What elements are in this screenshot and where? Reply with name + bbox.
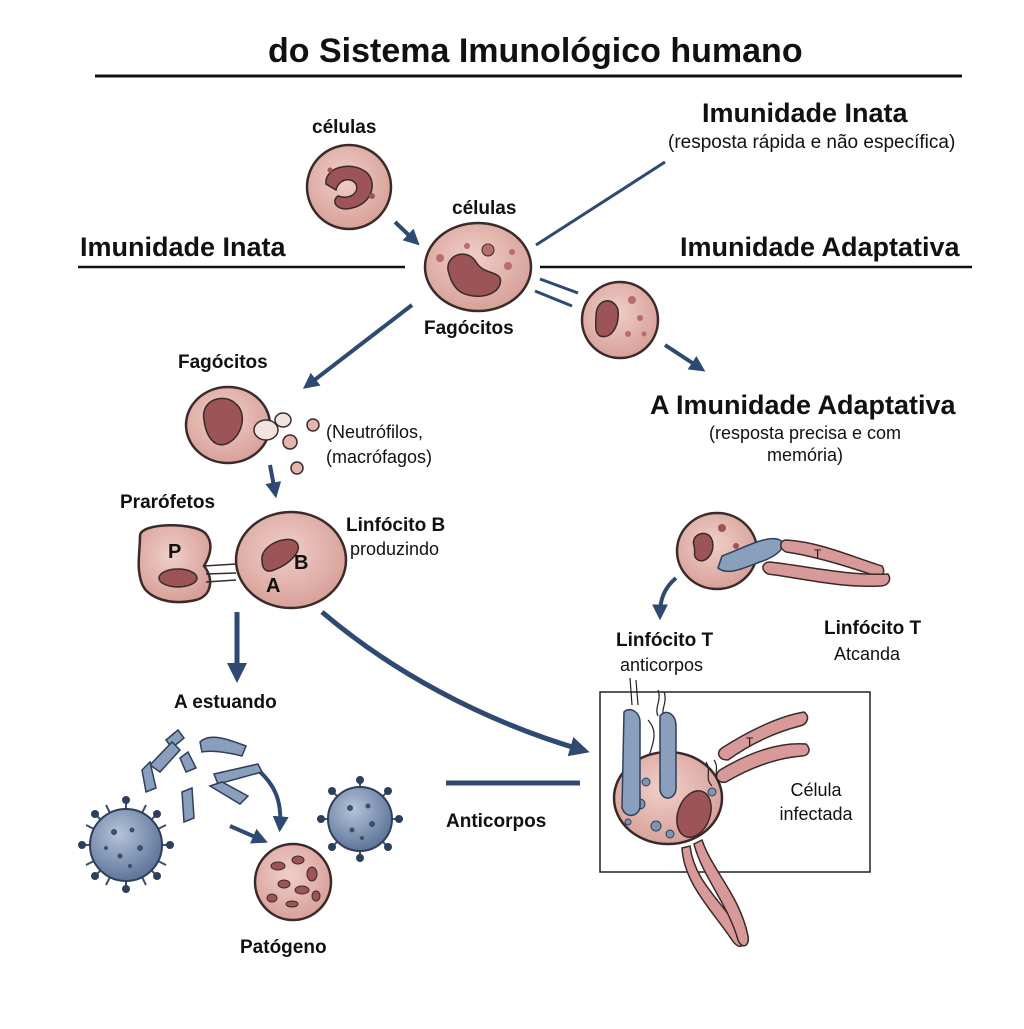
label-anticorpos: Anticorpos [446,811,547,832]
label-patogeno: Patógeno [240,937,327,958]
arrow-phagocyte-down [265,464,282,499]
t-mark-top: T [814,547,822,561]
arrow-t-curve [652,576,678,621]
label-atcanda: Atcanda [834,644,901,664]
label-a-estuando: A estuando [174,692,277,713]
label-anticorpos-small: anticorpos [620,655,704,675]
double-line-1 [539,277,579,295]
cell-mark-b: B [294,552,309,574]
cell-mark-a: A [266,575,281,597]
adaptive-note-line1: (resposta precisa e com [708,423,902,443]
adaptive-cell [580,280,660,360]
label-linfocito-b: Linfócito B [346,515,446,536]
cell-mark-p: P [168,541,182,563]
label-produzindo: produzindo [350,539,440,559]
diagonal-connector [535,160,666,247]
label-infectada: infectada [779,804,853,824]
adaptive-heading: A Imunidade Adaptativa [650,390,956,420]
arrow-antibody-1 [256,768,289,833]
arrow-antibody-2 [229,824,268,844]
label-celula: Célula [790,780,842,800]
arrow-center-to-phagocyte [302,303,414,389]
antibodies-cluster [141,728,264,824]
arrow-adaptive [663,343,706,372]
pathogen-cell [253,842,333,922]
top-cell [305,143,393,231]
top-right-note: (resposta rápida e não específica) [668,132,956,153]
label-prarofetos: Prarófetos [120,492,216,513]
center-phagocyte-cell [423,221,533,313]
right-section-heading: Imunidade Adaptativa [680,232,960,262]
t-lymphocyte-attacking [675,511,891,591]
diagram-title: do Sistema Imunológico humano [268,32,803,70]
virus-left [78,796,174,893]
infected-cell-scene [612,677,810,948]
top-right-heading: Imunidade Inata [702,98,908,128]
label-celulas-center: células [452,198,517,219]
label-fagocitos-left: Fagócitos [178,352,268,373]
infected-cell-frame [599,691,871,873]
cell-contact-lines [203,563,237,583]
arrow-b-to-infected [320,610,590,757]
t-mark-box: T [746,735,754,749]
label-linfocito-t-left: Linfócito T [616,630,714,651]
label-neutrofilos: (Neutrófilos, [326,422,424,442]
double-line-2 [534,289,573,308]
adaptive-note-line2: memória) [766,445,843,465]
b-lymphocyte-cell [234,510,348,610]
label-celulas-top: células [312,117,377,138]
p-cell [137,524,212,604]
arrow-top-to-center [393,220,420,246]
virus-right [317,776,403,862]
label-linfocito-t-right: Linfócito T [824,618,922,639]
label-macrofagos: (macrófagos) [326,447,433,467]
left-section-heading: Imunidade Inata [80,232,286,262]
label-fagocitos-center: Fagócitos [424,318,514,339]
phagocyte-engulfing [184,385,320,475]
